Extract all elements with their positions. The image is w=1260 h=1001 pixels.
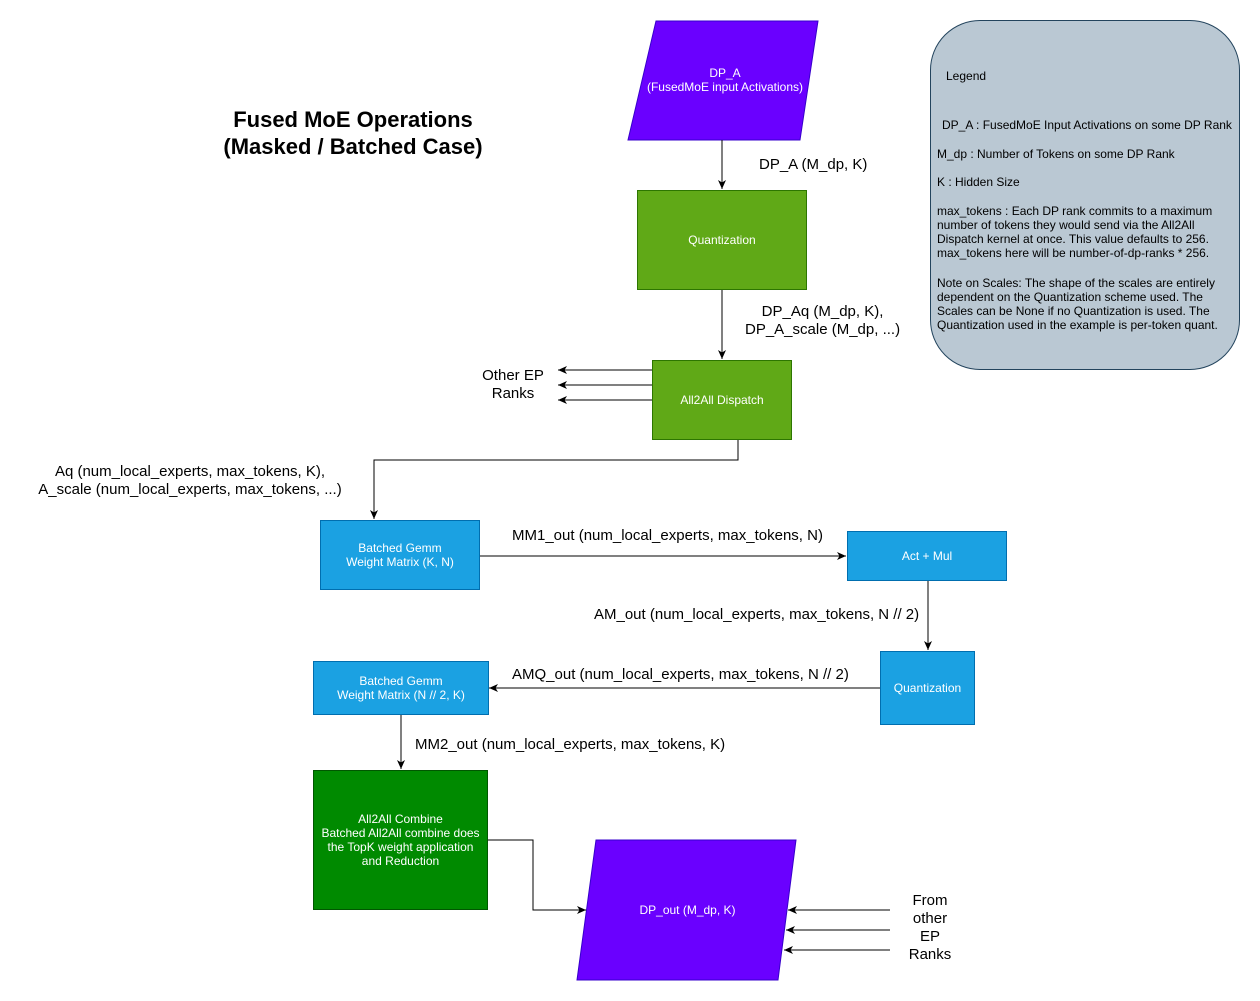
label-aq-shape: Aq (num_local_experts, max_tokens, K), A… — [38, 463, 342, 498]
legend-panel — [930, 20, 1240, 370]
all2all-dispatch-label: All2All Dispatch — [680, 393, 764, 407]
label-amq-out: AMQ_out (num_local_experts, max_tokens, … — [512, 666, 849, 683]
batched-gemm-2-label: Batched Gemm Weight Matrix (N // 2, K) — [337, 674, 465, 702]
batched-gemm-box-2: Batched Gemm Weight Matrix (N // 2, K) — [313, 661, 489, 715]
all2all-combine-label: All2All Combine Batched All2All combine … — [321, 812, 480, 868]
legend-scales-note: Note on Scales: The shape of the scales … — [937, 276, 1218, 332]
edge-dispatch-to-gemm-1 — [370, 440, 739, 519]
label-mm1-out: MM1_out (num_local_experts, max_tokens, … — [512, 527, 823, 544]
act-mul-box: Act + Mul — [847, 531, 1007, 581]
legend-heading: Legend — [946, 69, 987, 83]
label-am-out: AM_out (num_local_experts, max_tokens, N… — [594, 606, 920, 623]
dp-a-parallelogram — [627, 20, 819, 141]
quantization-box-2-label: Quantization — [893, 681, 962, 695]
quantization-box-1-label: Quantization — [688, 233, 756, 247]
label-from-other-ep-ranks: From other EP Ranks — [908, 892, 952, 963]
all2all-dispatch-box: All2All Dispatch — [652, 360, 792, 440]
batched-gemm-box-1: Batched Gemm Weight Matrix (K, N) — [320, 520, 480, 590]
dp-a-label: DP_A (FusedMoE input Activations) — [646, 66, 804, 94]
legend-max-tokens: max_tokens : Each DP rank commits to a m… — [937, 204, 1213, 260]
dp-out-parallelogram — [576, 839, 797, 981]
legend-k: K : Hidden Size — [937, 175, 1020, 189]
label-other-ep-ranks: Other EP Ranks — [482, 367, 544, 402]
quantization-box-1: Quantization — [637, 190, 807, 290]
label-dp-aq-shape: DP_Aq (M_dp, K), DP_A_scale (M_dp, ...) — [745, 303, 901, 338]
edge-combine-to-dp-out — [488, 839, 586, 914]
legend-m-dp: M_dp : Number of Tokens on some DP Rank — [937, 147, 1175, 161]
dp-out-label: DP_out (M_dp, K) — [639, 903, 736, 917]
quantization-box-2: Quantization — [880, 651, 975, 725]
act-mul-label: Act + Mul — [901, 549, 953, 563]
label-mm2-out: MM2_out (num_local_experts, max_tokens, … — [415, 736, 726, 753]
diagram-title: Fused MoE Operations (Masked / Batched C… — [223, 107, 483, 159]
legend-dp-a: DP_A : FusedMoE Input Activations on som… — [942, 118, 1232, 132]
all2all-combine-box: All2All Combine Batched All2All combine … — [313, 770, 488, 910]
label-dp-a-shape: DP_A (M_dp, K) — [759, 156, 868, 173]
batched-gemm-1-label: Batched Gemm Weight Matrix (K, N) — [346, 541, 454, 569]
